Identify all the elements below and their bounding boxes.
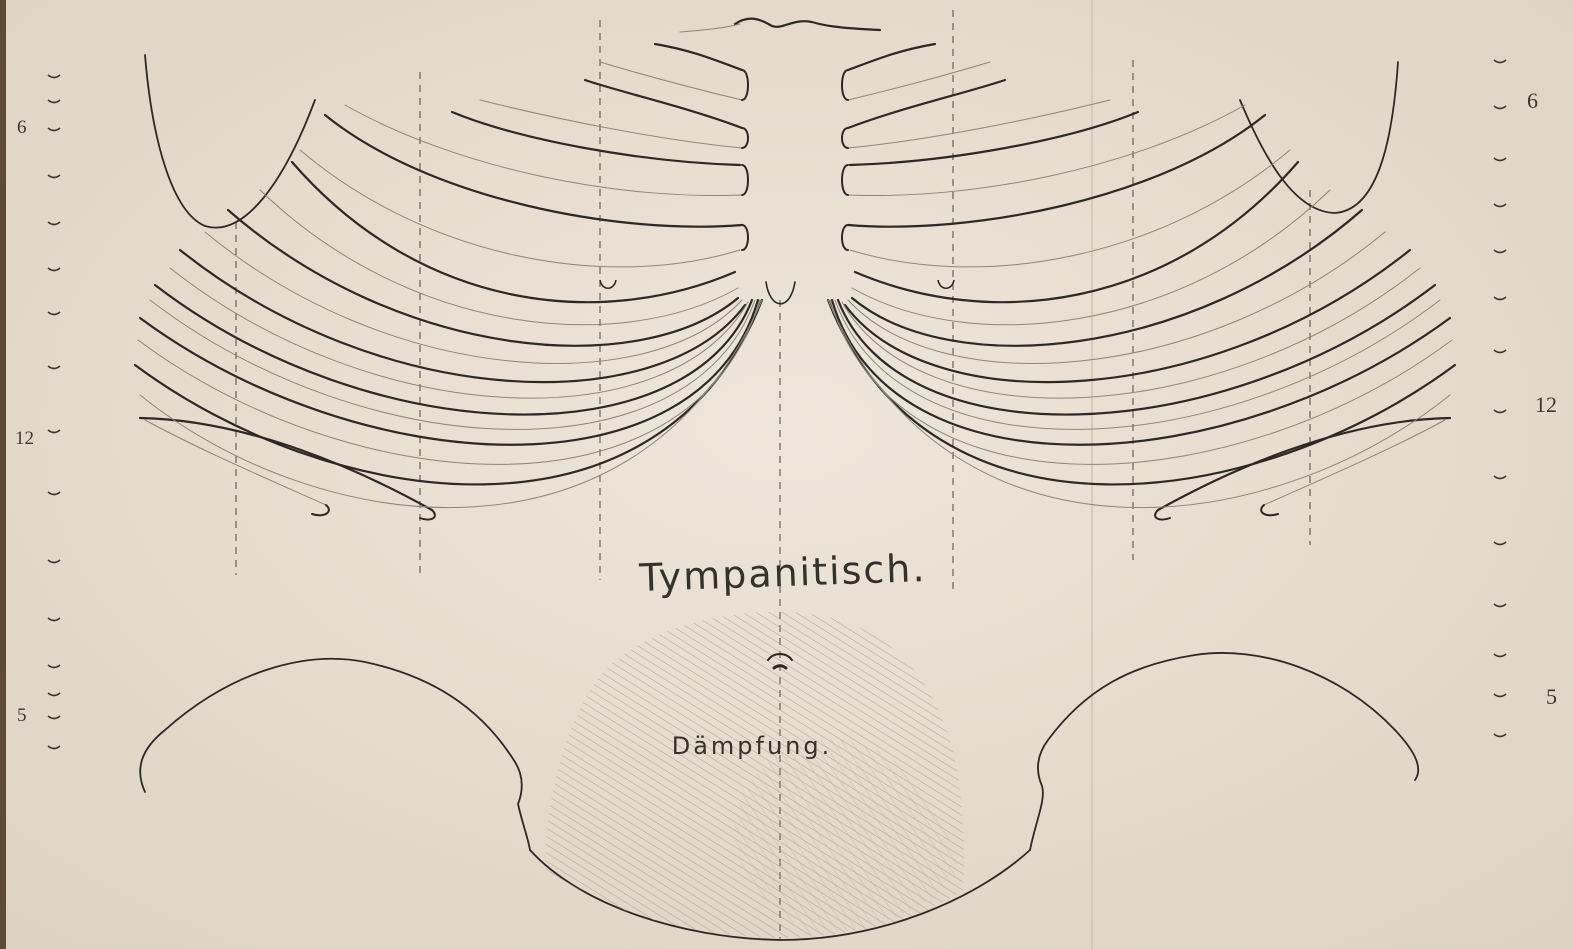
left-scale-number-middle: 12	[15, 428, 34, 449]
right-scale-number-upper: 6	[1527, 88, 1538, 113]
label-daempfung: Dämpfung.	[672, 732, 833, 760]
binding-edge	[0, 0, 6, 949]
right-scale-number-middle: 12	[1535, 392, 1557, 417]
left-scale-number-upper: 6	[17, 117, 27, 138]
left-scale-number-lower: 5	[17, 705, 27, 726]
right-scale-number-lower: 5	[1546, 684, 1557, 709]
